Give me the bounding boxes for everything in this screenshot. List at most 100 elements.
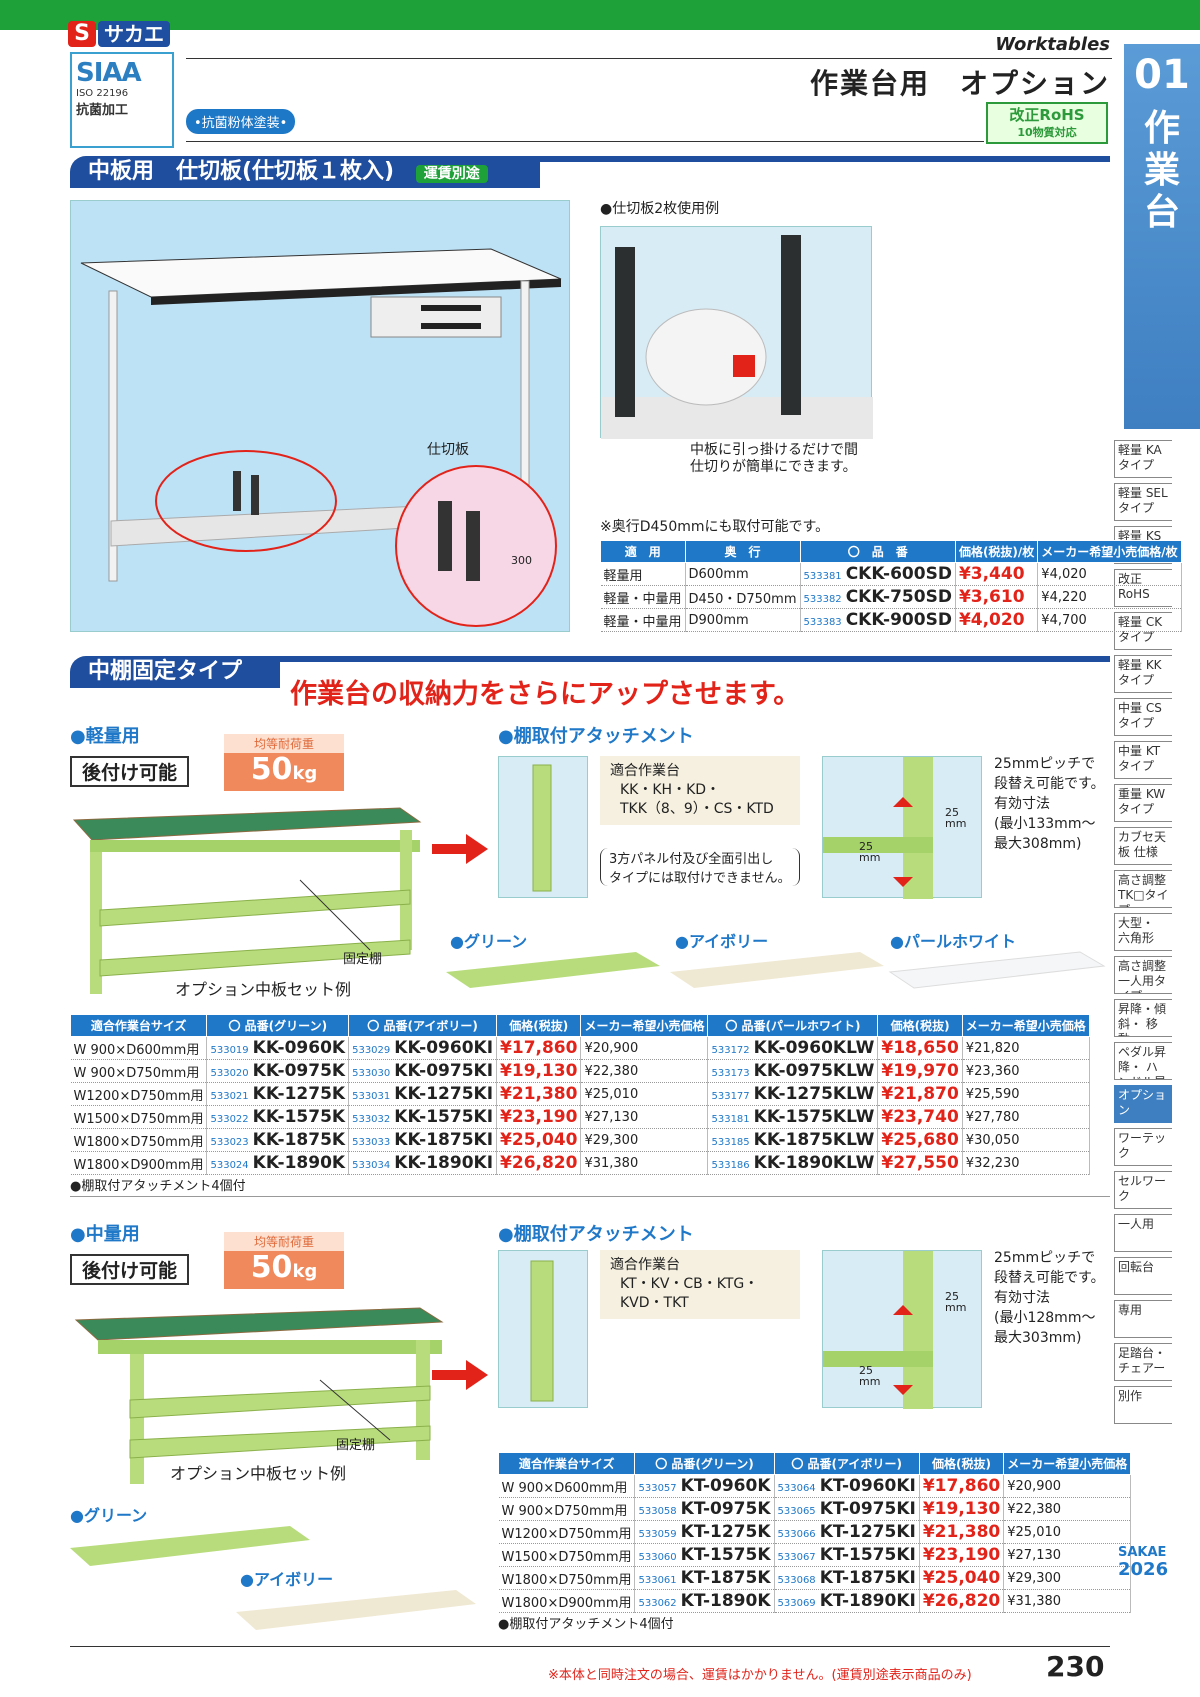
part-number: CKK-750SD xyxy=(845,587,952,607)
order-code: 533382 xyxy=(803,594,842,605)
section1-photo: 仕切板 300 xyxy=(70,200,570,632)
pitch-dim-1: 25 mm xyxy=(945,1290,967,1314)
section2-title: 中棚固定タイプ xyxy=(70,656,280,688)
compat-title: 適合作業台 xyxy=(610,1257,680,1273)
order-code: 533057 xyxy=(638,1483,677,1494)
size-cell: W 900×D750mm用 xyxy=(498,1497,636,1521)
side-nav-item[interactable]: 足踏台・ チェアー xyxy=(1114,1343,1172,1381)
maker-price-cell: ¥31,380 xyxy=(1003,1589,1132,1613)
size-cell: W1800×D900mm用 xyxy=(498,1589,636,1613)
part-number: KK-0975KI xyxy=(394,1061,494,1081)
price-cell: ¥17,860 xyxy=(496,1036,582,1060)
side-nav-item[interactable]: 中量 CSタイプ xyxy=(1114,698,1172,736)
order-code: 533172 xyxy=(711,1045,750,1056)
medium-ivory-swatch xyxy=(236,1590,476,1630)
order-code: 533058 xyxy=(638,1506,677,1517)
table-header-cell: 価格(税抜)/枚 xyxy=(954,540,1039,563)
arrow-icon xyxy=(432,834,488,864)
order-code: 533029 xyxy=(352,1045,391,1056)
light-set-example: オプション中板セット例 xyxy=(175,980,352,999)
light-compat-box: 適合作業台 KK・KH・KD・ TKK（8、9）・CS・KTD xyxy=(600,756,800,825)
section2-rule xyxy=(280,656,1110,662)
category-en: Worktables xyxy=(995,34,1110,55)
maker-price-cell: ¥4,700 xyxy=(1037,608,1182,632)
side-nav-item[interactable]: カブセ天板 仕様 xyxy=(1114,827,1172,865)
side-nav-item[interactable]: ペダル昇降・ ハンドル昇降 xyxy=(1114,1042,1172,1080)
side-nav-item[interactable]: 重量 KWタイプ xyxy=(1114,784,1172,822)
medium-attach-photo xyxy=(498,1250,588,1408)
side-nav-item[interactable]: 大型・ 六角形 xyxy=(1114,913,1172,951)
section1-title-bar: 中板用 仕切板(仕切板１枚入) 運賃別途 xyxy=(70,156,540,188)
medium-table-note: ●棚取付アタッチメント4個付 xyxy=(498,1617,674,1632)
side-nav-item[interactable]: 中量 KTタイプ xyxy=(1114,741,1172,779)
example-title: ●仕切板2枚使用例 xyxy=(600,201,720,217)
size-cell: W 900×D750mm用 xyxy=(70,1059,208,1083)
load-unit: kg xyxy=(292,1261,318,1282)
table-header-cell: メーカー希望小売価格 xyxy=(580,1014,709,1037)
price-cell: ¥21,870 xyxy=(877,1082,963,1106)
part-number: KK-1875KLW xyxy=(753,1130,875,1150)
side-nav-item[interactable]: セルワーク xyxy=(1114,1171,1172,1209)
side-nav-item[interactable]: 回転台 xyxy=(1114,1257,1172,1295)
side-nav-item[interactable]: ワーテック xyxy=(1114,1128,1172,1166)
part-number: KK-0975K xyxy=(252,1061,346,1081)
light-pitch-photo: 25 mm 25 mm xyxy=(822,756,982,899)
side-nav-item[interactable]: 高さ調整 TK□タイプ xyxy=(1114,870,1172,908)
side-nav-item[interactable]: 軽量 KAタイプ xyxy=(1114,440,1172,478)
light-color-green: ●グリーン xyxy=(450,932,528,951)
top-green-bar xyxy=(0,0,1200,30)
side-nav-item[interactable]: 別作 xyxy=(1114,1386,1172,1424)
load-title: 均等耐荷重 xyxy=(224,734,344,753)
part-number: KK-0960K xyxy=(252,1038,346,1058)
arrow-icon xyxy=(432,1360,488,1390)
side-nav-item[interactable]: 軽量 SELタイプ xyxy=(1114,483,1172,521)
size-cell: W1800×D900mm用 xyxy=(70,1151,208,1175)
divider-label: 仕切板 xyxy=(427,442,469,458)
part-number: KK-0960KLW xyxy=(753,1038,875,1058)
order-code: 533181 xyxy=(711,1114,750,1125)
size-cell: W1200×D750mm用 xyxy=(70,1082,208,1106)
price-cell: ¥19,970 xyxy=(877,1059,963,1083)
medium-pitch-photo: 25 mm 25 mm xyxy=(822,1250,982,1409)
light-table-note: ●棚取付アタッチメント4個付 xyxy=(70,1179,246,1194)
price-cell: ¥19,130 xyxy=(919,1497,1005,1521)
side-nav-item[interactable]: オプション xyxy=(1114,1085,1172,1123)
part-number: KK-1890K xyxy=(252,1153,346,1173)
compat-title: 適合作業台 xyxy=(610,763,680,779)
order-code: 533062 xyxy=(638,1598,677,1609)
order-code: 533381 xyxy=(803,571,842,582)
table-header-cell: 価格(税抜) xyxy=(496,1014,582,1037)
light-color-white: ●パールホワイト xyxy=(890,932,1016,951)
table-header-cell: 奥 行 xyxy=(684,540,801,563)
part-number: KK-1875KI xyxy=(394,1130,494,1150)
order-code: 533383 xyxy=(803,617,842,628)
size-cell: W1500×D750mm用 xyxy=(498,1543,636,1567)
side-nav-item[interactable]: 昇降・傾斜・ 移動 xyxy=(1114,999,1172,1037)
price-cell: ¥3,610 xyxy=(955,585,1039,609)
price-cell: ¥4,020 xyxy=(955,608,1039,632)
maker-price-cell: ¥29,300 xyxy=(1003,1566,1132,1590)
sakae-logo: S サカエ xyxy=(68,20,170,48)
side-nav-item[interactable]: 軽量 KKタイプ xyxy=(1114,655,1172,693)
section1-title: 中板用 仕切板(仕切板１枚入) xyxy=(88,159,395,184)
side-nav-item[interactable]: 専用 xyxy=(1114,1300,1172,1338)
pitch-dim-1: 25 mm xyxy=(945,806,967,830)
side-nav-item[interactable]: 一人用 xyxy=(1114,1214,1172,1252)
header-rule-2 xyxy=(186,141,984,142)
side-nav-item[interactable]: 高さ調整 一人用タイプ xyxy=(1114,956,1172,994)
part-number: KK-0975KLW xyxy=(753,1061,875,1081)
